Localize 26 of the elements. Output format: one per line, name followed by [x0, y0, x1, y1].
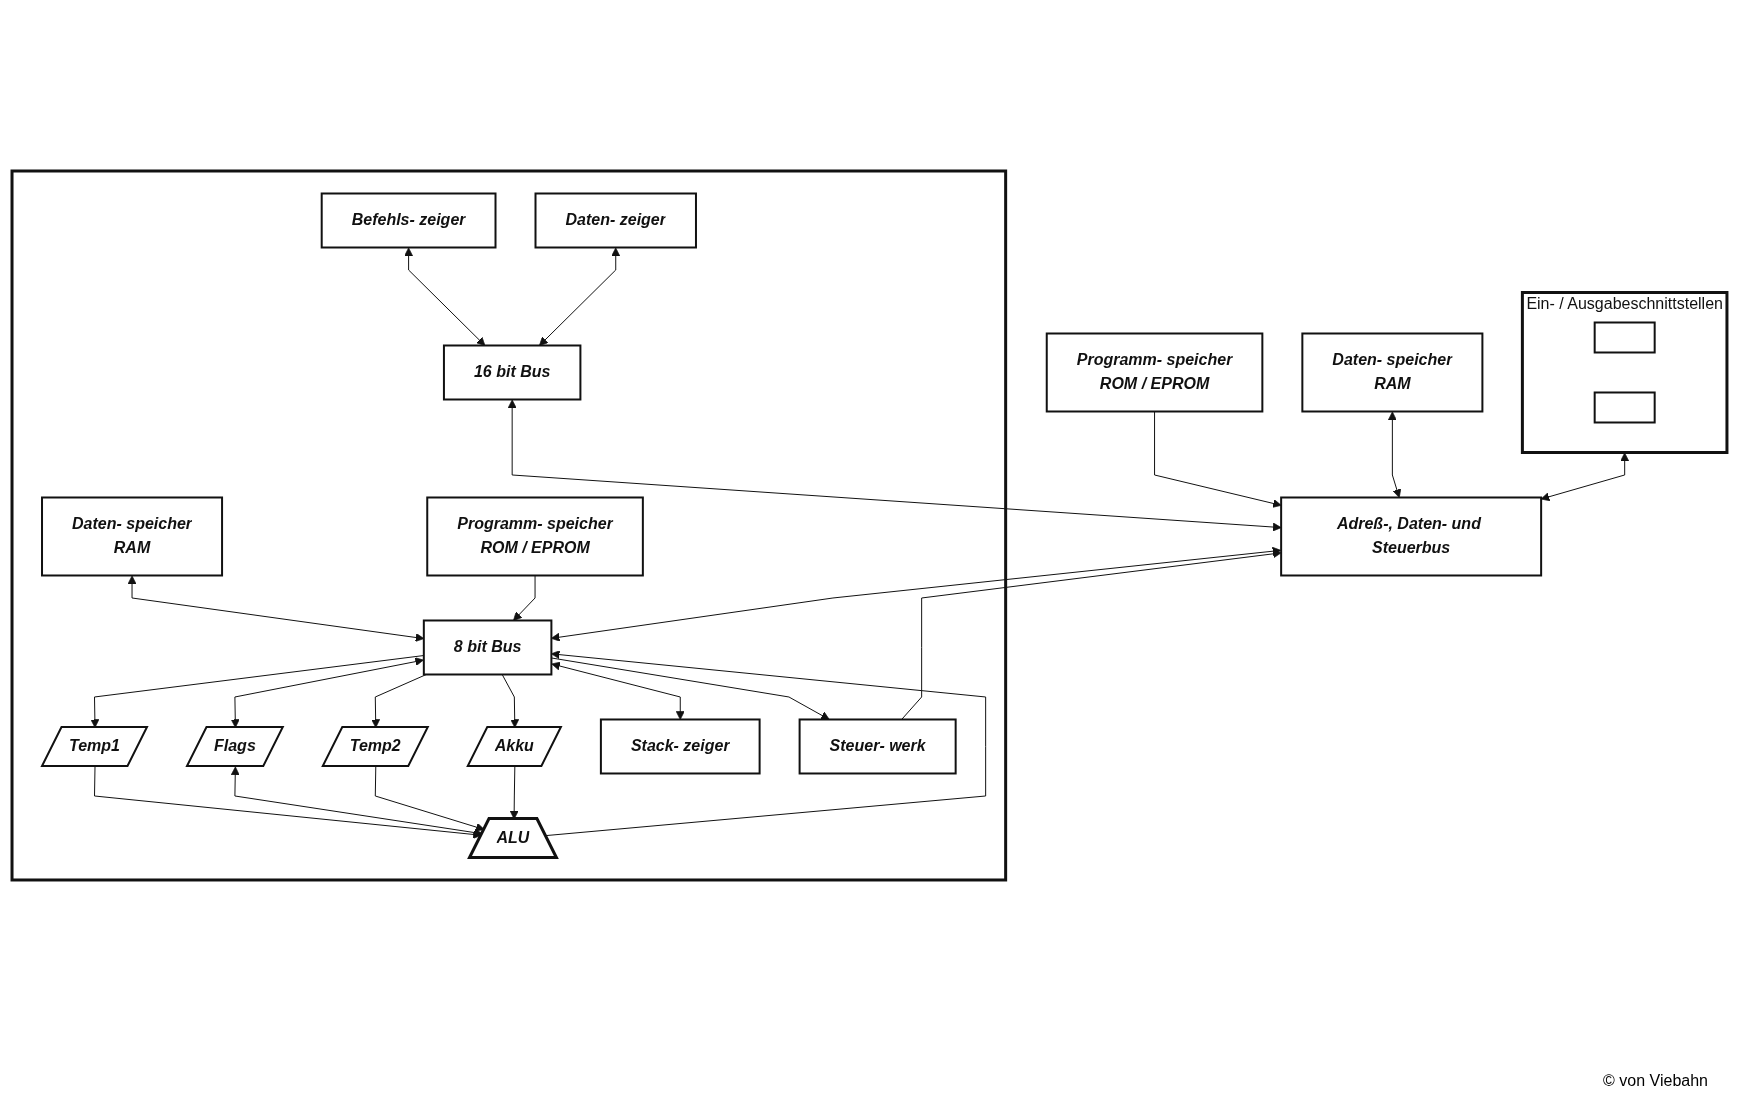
- arrow: [403, 247, 485, 346]
- arrow: [538, 247, 620, 346]
- arrow: [550, 661, 685, 720]
- arrow: [1540, 452, 1629, 501]
- node-box: [1593, 321, 1656, 353]
- arrow: [550, 656, 830, 720]
- node-box: Daten- speicher RAM: [1300, 332, 1483, 412]
- copyright-note: © von Viebahn: [1603, 1072, 1708, 1090]
- node-box: Programm- speicher ROM / EPROM: [425, 496, 644, 576]
- node-box: Steuer- werk: [798, 718, 957, 774]
- node-box: Daten- zeiger: [534, 192, 697, 248]
- node-box: Daten- speicher RAM: [40, 496, 223, 576]
- node-box: 8 bit Bus: [422, 619, 552, 675]
- arrow: [1387, 411, 1401, 498]
- node-box: Programm- speicher ROM / EPROM: [1045, 332, 1263, 412]
- cluster: Ein- / Ausgabeschnittstellen: [1520, 290, 1728, 454]
- node-box: 16 bit Bus: [442, 344, 581, 400]
- node-box: Befehls- zeiger: [320, 192, 496, 248]
- node-box: [1593, 391, 1656, 423]
- arrow: [550, 546, 1281, 642]
- node-box: Adreß-, Daten- und Steuerbus: [1279, 496, 1542, 576]
- arrow: [127, 575, 424, 642]
- node-box: Stack- zeiger: [599, 718, 761, 774]
- arrow: [93, 765, 482, 839]
- arrow: [512, 574, 536, 621]
- cluster: [10, 169, 1007, 881]
